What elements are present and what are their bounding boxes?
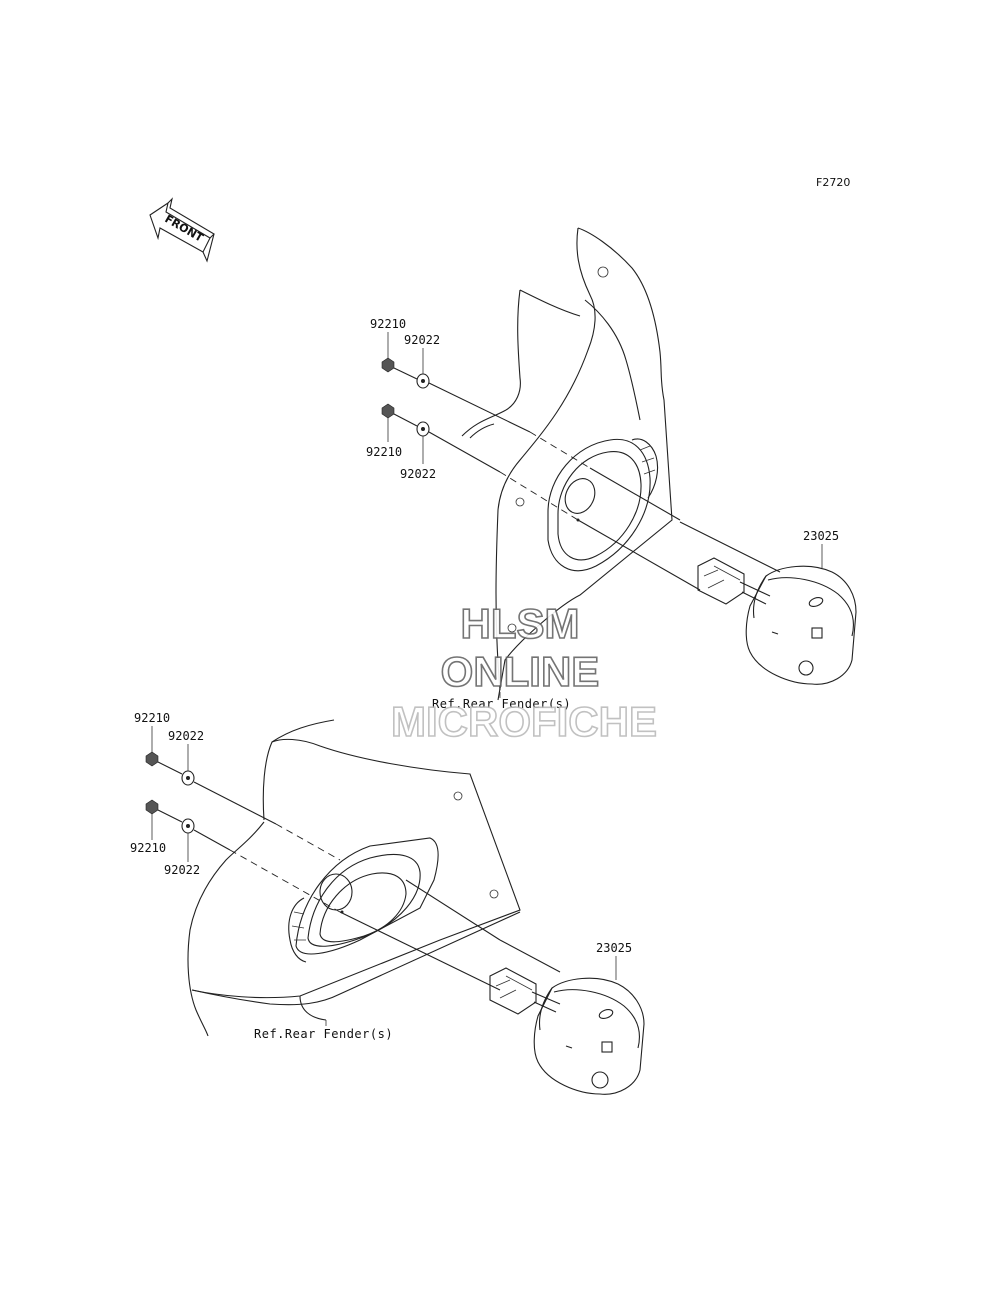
- lower-assembly: [145, 719, 645, 1095]
- lower-washer-top-label: 92022: [168, 729, 204, 743]
- upper-turn-signal: [697, 557, 857, 685]
- watermark-line-1: HLSM: [461, 600, 580, 647]
- upper-rear-fender: [461, 227, 673, 701]
- watermark: HLSM ONLINE MICROFICHE: [390, 599, 658, 746]
- lower-nut-bottom-label: 92210: [130, 841, 166, 855]
- lower-washer-top-icon: [181, 770, 195, 786]
- lower-nut-top-label: 92210: [134, 711, 170, 725]
- lower-reference-label: Ref.Rear Fender(s): [254, 1027, 393, 1041]
- upper-callouts: 92210 92022 92210 92022 23025 Ref.Rear F…: [366, 317, 839, 711]
- lower-washer-bottom-label: 92022: [164, 863, 200, 877]
- watermark-line-3: MICROFICHE: [391, 698, 657, 745]
- lower-nut-bottom-icon: [145, 799, 159, 815]
- upper-washer-bottom-icon: [416, 421, 430, 437]
- figure-id: F2720: [816, 176, 850, 189]
- upper-assembly: [381, 227, 857, 701]
- lower-rear-fender: [187, 719, 521, 1037]
- lower-nut-top-icon: [145, 751, 159, 767]
- lower-callouts: 92210 92022 92210 92022 23025 Ref.Rear F…: [130, 711, 632, 1041]
- upper-washer-top-label: 92022: [404, 333, 440, 347]
- front-arrow-icon: FRONT: [149, 197, 215, 263]
- lower-turn-signal-label: 23025: [596, 941, 632, 955]
- upper-nut-top-icon: [381, 357, 395, 373]
- lower-turn-signal: [489, 967, 645, 1095]
- upper-washer-top-icon: [416, 373, 430, 389]
- upper-washer-bottom-label: 92022: [400, 467, 436, 481]
- watermark-line-2: ONLINE: [441, 648, 600, 695]
- upper-nut-bottom-icon: [381, 403, 395, 419]
- upper-nut-top-label: 92210: [370, 317, 406, 331]
- upper-nut-bottom-label: 92210: [366, 445, 402, 459]
- lower-washer-bottom-icon: [181, 818, 195, 834]
- upper-turn-signal-label: 23025: [803, 529, 839, 543]
- upper-reference-label: Ref.Rear Fender(s): [432, 697, 571, 711]
